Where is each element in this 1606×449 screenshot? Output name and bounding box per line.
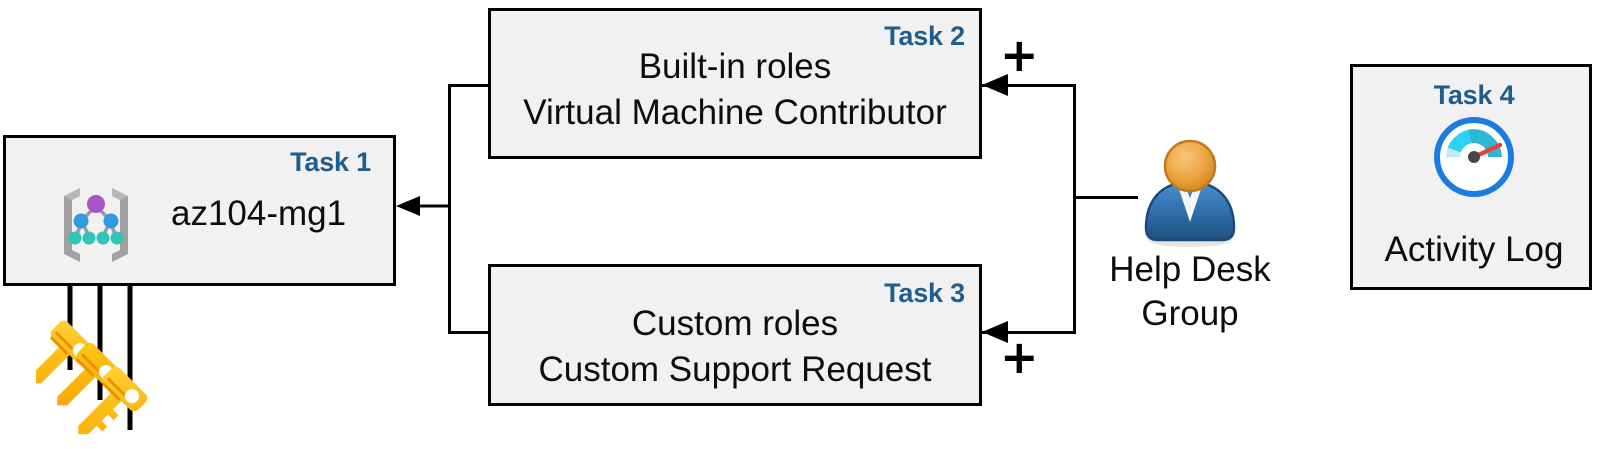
task-3-label: Task 3 — [884, 278, 965, 308]
management-group-icon — [50, 176, 142, 273]
plus-sign-bottom: + — [1000, 330, 1039, 384]
left-bracket-vertical — [448, 84, 451, 334]
right-bracket-top-stub — [982, 84, 1076, 87]
task-1-box[interactable]: Task 1 — [3, 135, 396, 286]
left-bracket-bottom-stub — [448, 331, 490, 334]
task-2-label: Task 2 — [884, 21, 965, 51]
task-3-text-line-1: Custom roles — [631, 304, 839, 343]
task-1-label: Task 1 — [290, 147, 371, 177]
user-group-icon — [1130, 136, 1250, 261]
right-bracket-bottom-stub — [982, 331, 1076, 334]
actor-caption-line-1: Help Desk — [1109, 250, 1271, 289]
task-1-text-line-1: az104-mg1 — [171, 194, 347, 233]
gauge-icon — [1434, 117, 1514, 202]
task-2-text-line-2: Virtual Machine Contributor — [523, 93, 947, 132]
task-4-box[interactable]: Task 4 Activity Log — [1350, 64, 1592, 290]
task-2-box[interactable]: Task 2 Built-in roles Virtual Machine Co… — [488, 8, 982, 159]
task-3-box[interactable]: Task 3 Custom roles Custom Support Reque… — [488, 264, 982, 406]
task-2-text-line-1: Built-in roles — [638, 47, 832, 86]
task-4-label: Task 4 — [1433, 80, 1515, 110]
left-bracket-top-stub — [448, 84, 490, 87]
plus-sign-top: + — [1000, 28, 1039, 82]
task-4-text-line-1: Activity Log — [1384, 230, 1564, 269]
actor-caption-line-2: Group — [1141, 294, 1239, 333]
actor-connector-line — [1073, 196, 1138, 199]
right-bracket-vertical — [1073, 84, 1076, 334]
keys-icon — [31, 312, 166, 449]
task-3-text-line-2: Custom Support Request — [538, 350, 932, 389]
